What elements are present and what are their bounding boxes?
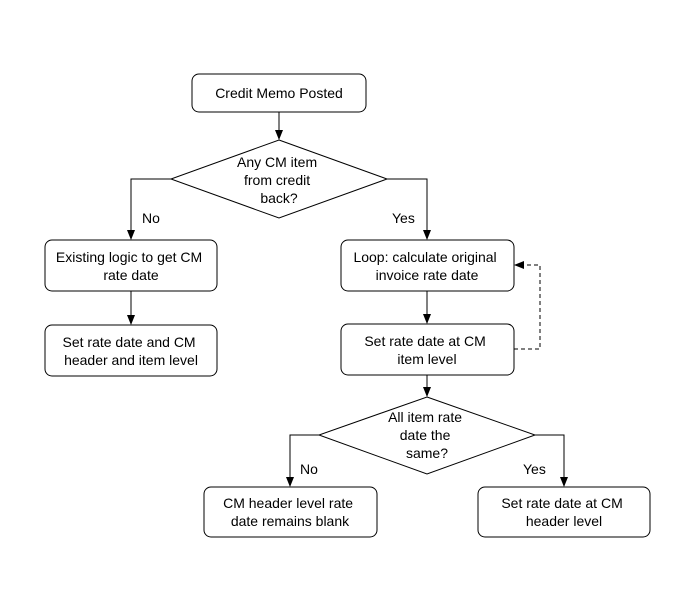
svg-text:Existing logic to get CM: Existing logic to get CM rate date [56,249,206,283]
start-label: Credit Memo Posted [215,85,343,101]
header-blank-node: CM header level rate date remains blank [203,486,378,538]
svg-text:Set rate date at CM head: Set rate date at CM header level [501,495,626,529]
svg-text:Set rate date and CM hea: Set rate date and CM header and item lev… [63,334,200,368]
set-header-level-node: Set rate date at CM header level [477,486,651,538]
svg-text:All item rate date the: All item rate date the same? [388,409,466,461]
start-node: Credit Memo Posted [191,73,367,113]
edge-label-d1-yes: Yes [392,210,415,226]
edge-label-d2-no: No [300,461,318,477]
set-item-level-node: Set rate date at CM item level [340,323,515,376]
decision-all-same: All item rate date the same? [317,396,537,475]
edge-decision1-no [127,178,171,240]
loop-calc-node: Loop: calculate original invoice rate da… [340,239,515,292]
edge-label-d2-yes: Yes [523,461,546,477]
edge-loop-back-dashed [514,261,541,350]
edge-label-d1-no: No [142,210,160,226]
edge-decision1-yes [387,178,431,240]
set-header-item-node: Set rate date and CM header and item lev… [44,324,218,377]
svg-text:Set rate date at CM item: Set rate date at CM item level [364,333,489,367]
existing-logic-node: Existing logic to get CM rate date [44,239,218,292]
decision-any-cm-item: Any CM item from credit back? [169,139,389,219]
edge-decision2-yes [535,434,568,487]
svg-text:Loop: calculate original: Loop: calculate original invoice rate da… [353,249,500,283]
edge-decision2-no [286,434,319,487]
svg-text:Credit Memo Posted: Credit Memo Posted [215,85,343,101]
svg-text:CM header level rate dat: CM header level rate date remains blank [223,495,357,529]
svg-text:Any CM item from credit: Any CM item from credit back? [237,154,321,206]
